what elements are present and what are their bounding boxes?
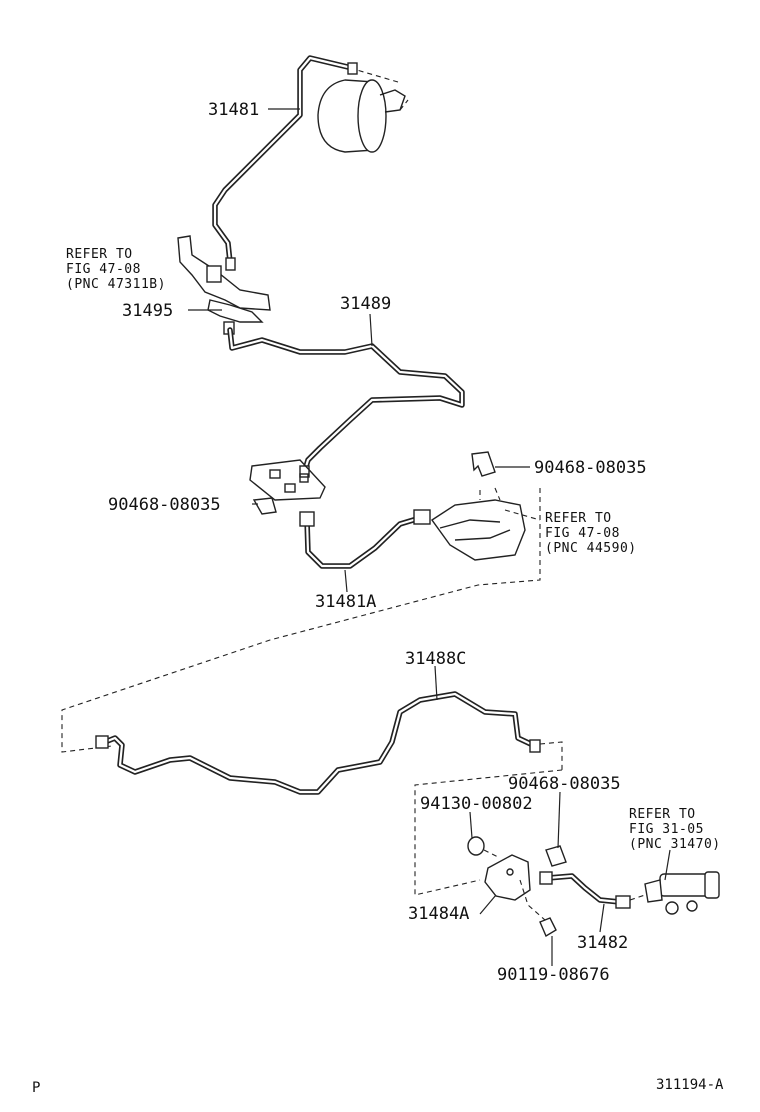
brake-line-31489 — [227, 327, 465, 478]
release-cylinder-31470 — [629, 871, 720, 915]
label-31495: 31495 — [122, 301, 173, 321]
label-31482: 31482 — [577, 933, 628, 953]
footer-left-mark: P — [32, 1080, 40, 1096]
ref-note-44590: REFER TO FIG 47-08 (PNC 44590) — [545, 511, 637, 556]
lower-group-outline — [414, 769, 563, 896]
ref-47311B-line3: (PNC 47311B) — [66, 277, 166, 292]
label-31488C: 31488C — [405, 649, 466, 669]
ref-31470-line1: REFER TO — [629, 807, 696, 822]
label-31481: 31481 — [208, 100, 259, 120]
label-90468-lower: 90468-08035 — [508, 774, 621, 794]
brake-hose-31482 — [539, 871, 631, 909]
ref-47311B-line1: REFER TO — [66, 247, 133, 262]
ref-44590-line2: FIG 47-08 — [545, 526, 620, 541]
bracket-31484A — [484, 854, 546, 921]
clip-90468-right — [471, 451, 496, 477]
label-90468-left: 90468-08035 — [108, 495, 221, 515]
label-90468-right: 90468-08035 — [534, 458, 647, 478]
grommet-94130 — [467, 836, 501, 859]
brake-hose-31481A — [299, 509, 431, 569]
brake-line-31488C — [95, 691, 563, 795]
clip-90468-left — [252, 497, 277, 515]
label-31489: 31489 — [340, 294, 391, 314]
ref-44590-line1: REFER TO — [545, 511, 612, 526]
bolt-90119 — [539, 917, 557, 938]
label-31481A: 31481A — [315, 592, 376, 612]
figure-code: 311194-A — [656, 1077, 724, 1093]
ref-44590-line3: (PNC 44590) — [545, 541, 637, 556]
label-31484A: 31484A — [408, 904, 469, 924]
ref-note-47311B: REFER TO FIG 47-08 (PNC 47311B) — [66, 247, 166, 292]
ref-47311B-line2: FIG 47-08 — [66, 262, 141, 277]
brake-line-31481 — [212, 55, 358, 271]
ref-31470-line3: (PNC 31470) — [629, 837, 721, 852]
ref-note-31470: REFER TO FIG 31-05 (PNC 31470) — [629, 807, 721, 852]
ref-31470-line2: FIG 31-05 — [629, 822, 704, 837]
label-90119: 90119-08676 — [497, 965, 610, 985]
leader-lines — [188, 108, 671, 966]
clip-90468-lower — [545, 845, 567, 867]
brake-booster-drawing — [317, 67, 409, 153]
bracket-assembly — [177, 235, 271, 335]
mounting-plate — [249, 459, 326, 501]
label-94130: 94130-00802 — [420, 794, 533, 814]
actuator-44590 — [61, 487, 541, 753]
